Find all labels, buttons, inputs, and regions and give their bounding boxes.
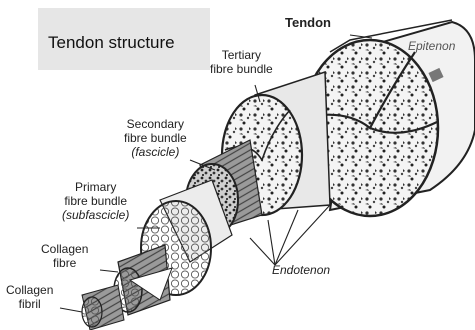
label-collagen-fibre-line-1: Collagen xyxy=(41,242,88,256)
label-collagen-fibre-line-2: fibre xyxy=(41,256,88,270)
label-tertiary-line-1: Tertiary xyxy=(210,48,273,62)
collagen-fibril xyxy=(82,285,124,330)
label-endotenon: Endotenon xyxy=(272,263,330,277)
label-primary-line-3: (subfascicle) xyxy=(62,208,129,222)
collagen-fibre xyxy=(114,245,172,315)
label-collagen-fibre: Collagen fibre xyxy=(41,242,88,270)
label-epitenon: Epitenon xyxy=(408,39,455,53)
label-primary-line-2: fibre bundle xyxy=(62,194,129,208)
label-tertiary-bundle: Tertiary fibre bundle xyxy=(210,48,273,76)
label-tendon: Tendon xyxy=(285,16,331,30)
label-primary-bundle: Primary fibre bundle (subfascicle) xyxy=(62,180,129,222)
label-collagen-fibril-line-1: Collagen xyxy=(6,283,53,297)
label-primary-line-1: Primary xyxy=(62,180,129,194)
label-tertiary-line-2: fibre bundle xyxy=(210,62,273,76)
label-secondary-line-3: (fascicle) xyxy=(124,145,187,159)
label-secondary-bundle: Secondary fibre bundle (fascicle) xyxy=(124,117,187,159)
label-collagen-fibril-line-2: fibril xyxy=(6,297,53,311)
label-secondary-line-2: fibre bundle xyxy=(124,131,187,145)
label-secondary-line-1: Secondary xyxy=(124,117,187,131)
label-collagen-fibril: Collagen fibril xyxy=(6,283,53,311)
